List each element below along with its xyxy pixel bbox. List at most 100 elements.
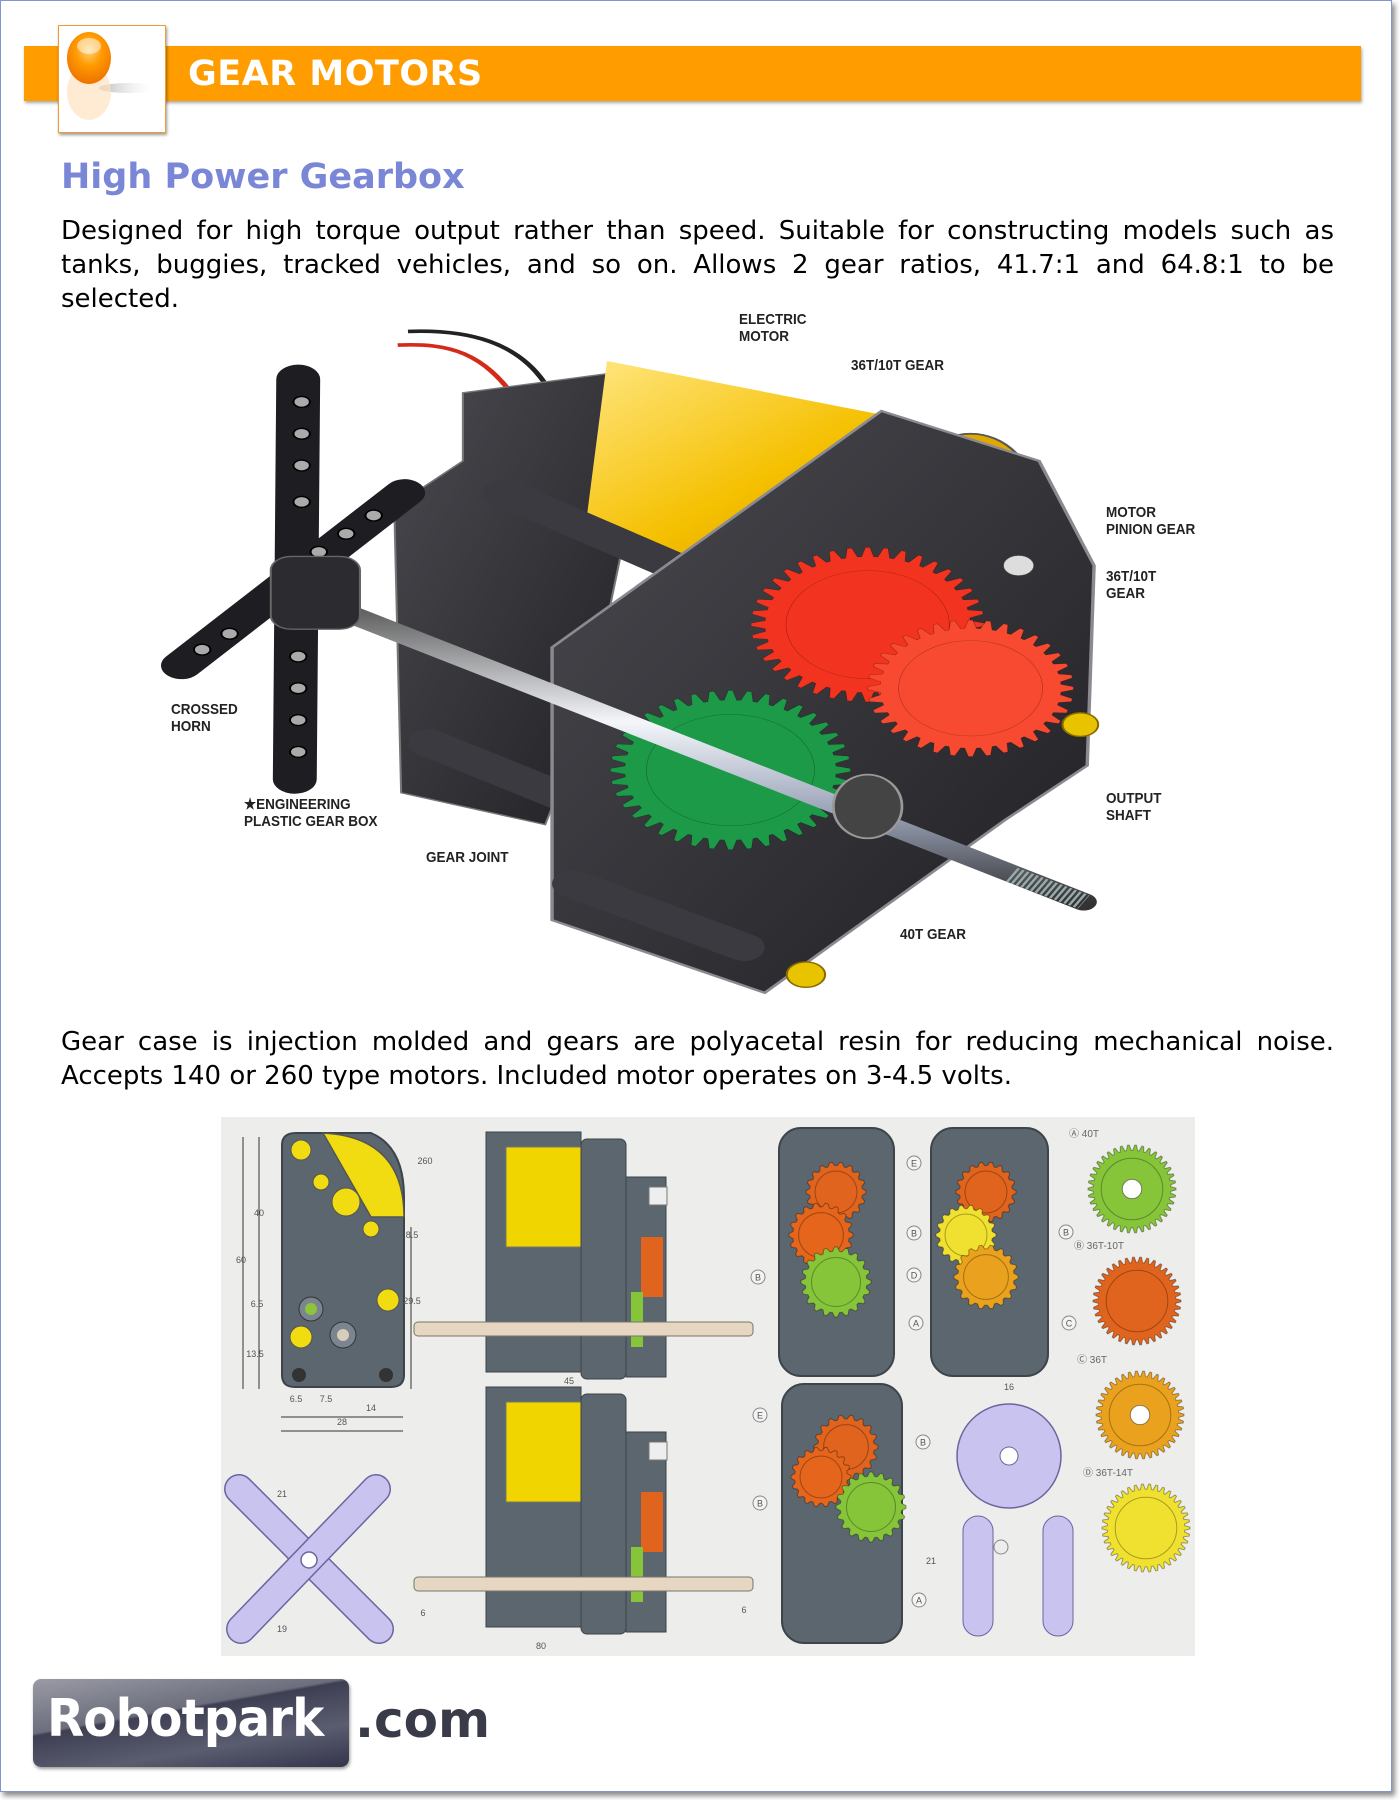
horn-hole: [288, 713, 308, 727]
horn-hole: [288, 682, 308, 695]
dimension-label: 6.5: [251, 1299, 264, 1309]
svg-text:B: B: [755, 1273, 761, 1283]
logo-brand-text: Robotpark: [47, 1689, 324, 1749]
horn-hole: [220, 627, 239, 640]
gear-40t: [800, 1246, 872, 1318]
callout-C: C: [1061, 1315, 1077, 1331]
dimension-label: 6: [741, 1605, 746, 1615]
svg-text:E: E: [911, 1159, 917, 1169]
horn-hole: [288, 745, 308, 759]
dimension-label: 8.5: [406, 1230, 419, 1240]
label-crossed-horn: CROSSED HORN: [171, 701, 238, 735]
dimension-label: 45: [564, 1376, 574, 1386]
motor-pinion-gear: [1003, 555, 1035, 576]
orange-orb-icon: [67, 32, 159, 120]
horn-hole: [336, 527, 356, 540]
horn-hole: [292, 395, 311, 409]
dimension-label: 60: [236, 1255, 246, 1265]
horn-hole: [192, 643, 212, 656]
robotpark-logo[interactable]: Robotpark: [33, 1679, 349, 1767]
pinion: [648, 1186, 668, 1206]
horn-hole: [288, 650, 308, 663]
part-label: Ⓒ 36T: [1077, 1354, 1107, 1366]
part-label: Ⓐ 40T: [1069, 1128, 1099, 1140]
output-shaft: [413, 1321, 754, 1337]
label-36t10t-gear-side: 36T/10T GEAR: [1106, 568, 1157, 602]
gear-36t10t: [805, 1161, 867, 1223]
screw-icon: [785, 961, 827, 989]
svg-text:A: A: [913, 1319, 919, 1329]
gearbox-drawing: [161, 329, 1100, 995]
dimension-label: 28: [337, 1417, 347, 1427]
gear-part-2: [1095, 1370, 1185, 1460]
top-view: [413, 1131, 754, 1380]
dimension-label: 13.5: [246, 1349, 264, 1359]
svg-text:B: B: [911, 1229, 917, 1239]
svg-text:E: E: [757, 1411, 763, 1421]
gear-part-3: [1101, 1483, 1191, 1573]
dimension-label: 16: [1004, 1382, 1014, 1392]
svg-text:A: A: [916, 1596, 922, 1606]
dimension-label: 40: [254, 1208, 264, 1218]
part-label: Ⓑ 36T-10T: [1074, 1240, 1124, 1252]
gear-part-1: [1092, 1256, 1182, 1346]
dimension-label: 6.5: [290, 1394, 303, 1404]
svg-text:D: D: [911, 1271, 918, 1281]
crossed-horn: [161, 364, 426, 794]
part-labels: Ⓐ 40T Ⓑ 36T-10T Ⓒ 36T Ⓓ 36T-14T: [1069, 1128, 1133, 1479]
dimension-label: 21: [926, 1556, 936, 1566]
motor-wire-black: [407, 329, 548, 385]
output-shaft: [413, 1576, 754, 1592]
gearbox-side-view: [242, 1132, 412, 1432]
callout-E: E: [906, 1155, 922, 1171]
label-plastic-gear-box: ★ENGINEERING PLASTIC GEAR BOX: [244, 796, 378, 830]
label-motor-pinion-gear: MOTOR PINION GEAR: [1106, 504, 1196, 538]
dimension-label: 80: [536, 1641, 546, 1651]
frame-rod-lower: [552, 870, 765, 961]
gearbox-top-views: [413, 1131, 754, 1635]
callout-B: B: [752, 1495, 768, 1511]
straight-horn-part: [962, 1515, 1074, 1637]
banner-title: GEAR MOTORS: [188, 54, 483, 94]
small-pinion-icon: [993, 1539, 1009, 1555]
callout-A: A: [908, 1315, 924, 1331]
details-paragraph: Gear case is injection molded and gears …: [61, 1027, 1334, 1091]
gear-36t10t: [790, 1446, 852, 1508]
horn-hole: [292, 459, 311, 472]
horn-hole: [364, 509, 383, 522]
pinion: [648, 1441, 668, 1461]
screw-icon: [1061, 712, 1100, 738]
intro-paragraph: Designed for high torque output rather t…: [61, 216, 1334, 314]
callout-B: B: [750, 1269, 766, 1285]
gearbox-illustration: ELECTRIC MOTOR 36T/10T GEAR MOTOR PINION…: [161, 311, 1221, 1011]
horn-hole: [292, 495, 311, 509]
dimension-label: 14: [366, 1403, 376, 1413]
section-banner: GEAR MOTORS: [24, 46, 1361, 101]
part-label: Ⓓ 36T-14T: [1083, 1467, 1133, 1479]
label-36t10t-gear-top: 36T/10T GEAR: [851, 357, 945, 374]
callout-B: B: [1058, 1224, 1074, 1240]
horn-hole: [292, 427, 311, 440]
callout-B: B: [906, 1225, 922, 1241]
dimension-label: 260: [417, 1156, 432, 1166]
round-horn-part: [956, 1403, 1062, 1509]
logo-domain-text: .com: [355, 1691, 491, 1749]
output-shaft: [305, 593, 1097, 911]
section-title: High Power Gearbox: [61, 157, 465, 197]
label-gear-joint: GEAR JOINT: [426, 849, 509, 866]
top-view: [413, 1386, 754, 1635]
label-electric-motor: ELECTRIC MOTOR: [739, 311, 807, 345]
part-callouts: E B D A B B C E B B A: [750, 1155, 1077, 1608]
gear-36t10t-red: [867, 619, 1074, 757]
dimension-label: 29.5: [403, 1296, 421, 1306]
banner-icon-box: [58, 25, 166, 133]
label-40t-gear: 40T GEAR: [900, 926, 967, 943]
svg-text:B: B: [920, 1438, 926, 1448]
gear-36t: [953, 1244, 1019, 1310]
horn-hole: [309, 545, 329, 559]
label-output-shaft: OUTPUT SHAFT: [1106, 790, 1162, 824]
